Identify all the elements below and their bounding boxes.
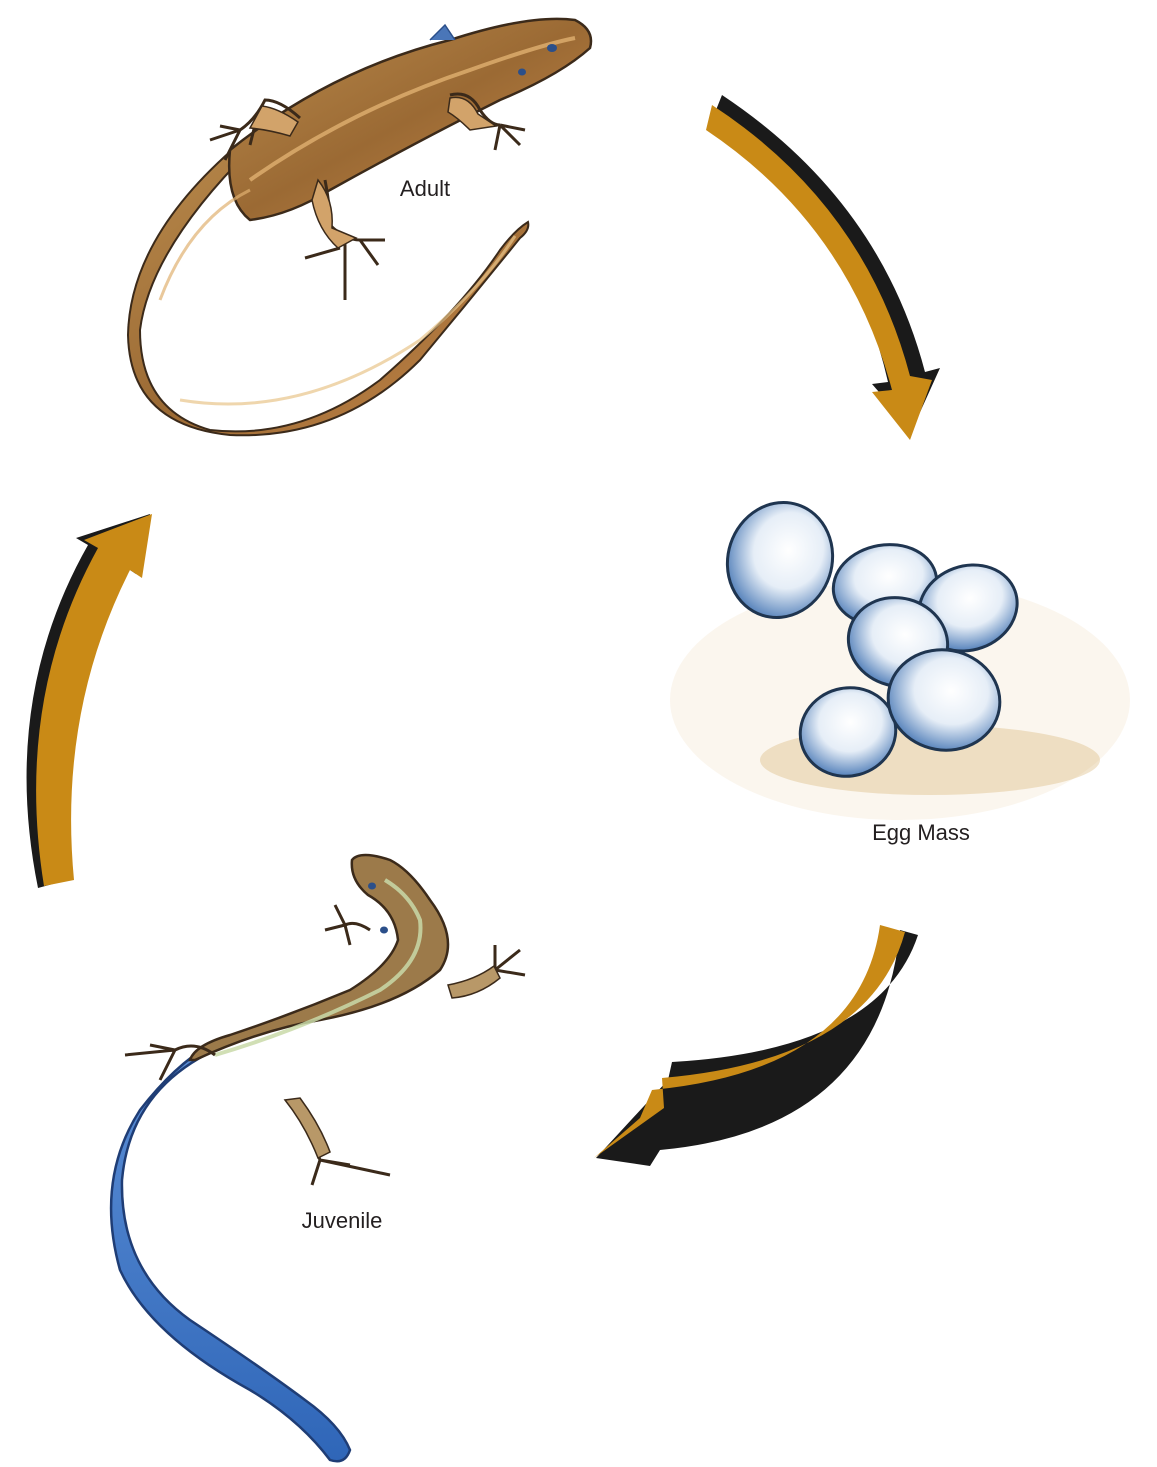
arrow-shadow bbox=[596, 930, 918, 1166]
arrow-juvenile-to-adult bbox=[27, 514, 152, 888]
stage-label-juvenile: Juvenile bbox=[302, 1208, 383, 1233]
arrow-body bbox=[706, 105, 932, 440]
stage-label-egg-mass: Egg Mass bbox=[872, 820, 970, 845]
stage-label-adult: Adult bbox=[400, 176, 450, 201]
arrow-adult-to-eggs bbox=[706, 95, 940, 440]
arrow-eggs-to-juvenile bbox=[594, 925, 918, 1166]
arrow-body bbox=[36, 514, 152, 886]
adult-lizard-illustration bbox=[128, 19, 591, 435]
egg-mass-illustration bbox=[670, 489, 1130, 820]
juvenile-lizard-illustration bbox=[111, 855, 525, 1461]
